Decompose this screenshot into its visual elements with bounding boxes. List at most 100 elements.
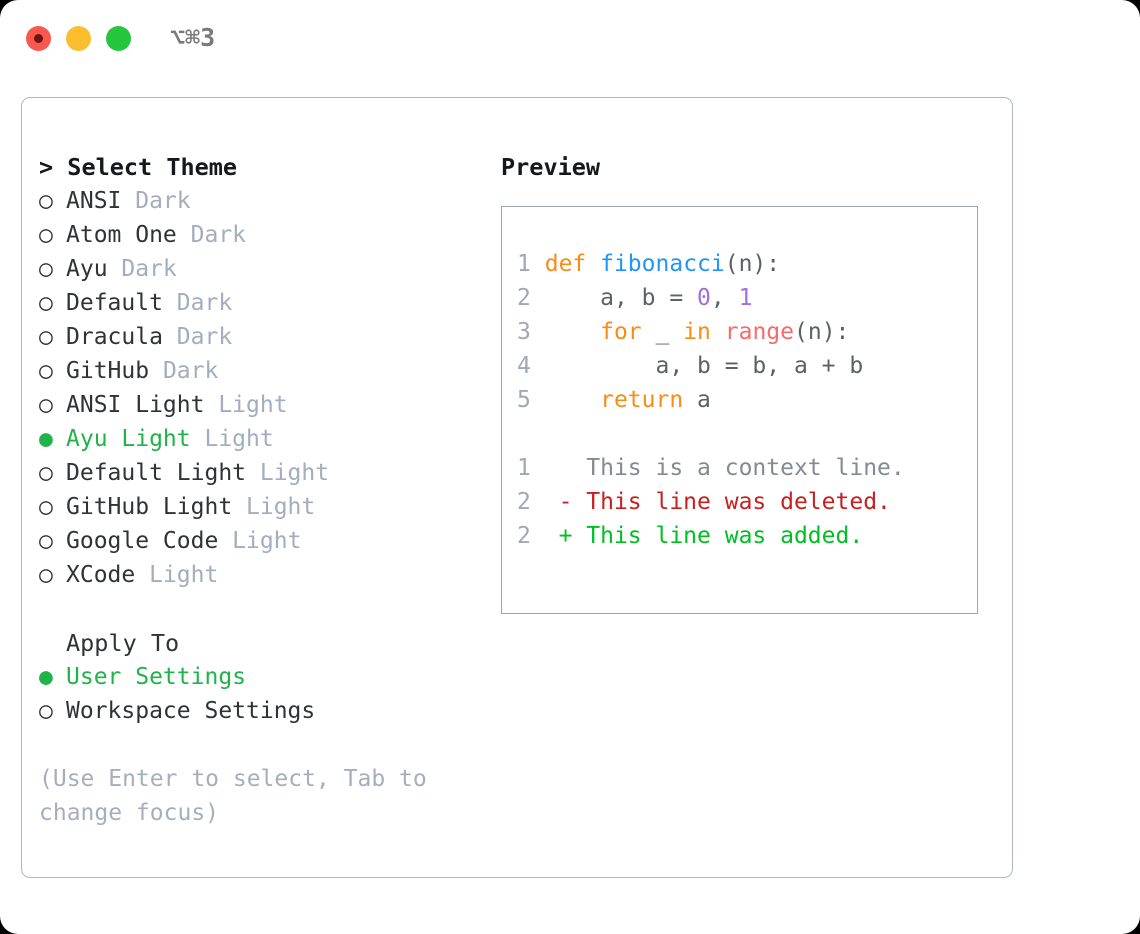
apply-to-option-name: User Settings	[66, 664, 247, 690]
theme-option[interactable]: ○ANSI Dark	[39, 184, 469, 218]
gutter-gap	[531, 387, 545, 413]
preview-heading: Preview	[501, 153, 601, 181]
keyboard-hint: (Use Enter to select, Tab to change focu…	[39, 766, 441, 826]
diff-text: + This line was added.	[558, 523, 864, 549]
apply-to-option[interactable]: ○Workspace Settings	[39, 694, 469, 728]
gutter-gap	[531, 489, 559, 515]
radio-unselected-icon: ○	[39, 324, 53, 350]
title-bar: ⌥⌘3	[0, 0, 1140, 78]
apply-to-option-name: Workspace Settings	[66, 698, 316, 724]
gutter-gap	[531, 319, 545, 345]
theme-option-tag: Light	[190, 426, 274, 452]
theme-option[interactable]: ○ANSI Light Light	[39, 388, 469, 422]
code-token: range	[724, 319, 795, 345]
line-number: 2	[517, 523, 531, 549]
theme-option-name: ANSI Light	[66, 392, 205, 418]
code-token: 1	[738, 285, 753, 311]
line-number: 5	[517, 387, 531, 413]
radio-unselected-icon: ○	[39, 528, 53, 554]
radio-selected-icon: ●	[39, 426, 53, 452]
theme-option-name: Google Code	[66, 528, 219, 554]
theme-option[interactable]: ○ Dracula Dark	[39, 320, 469, 354]
select-theme-heading: > Select Theme	[39, 153, 238, 181]
code-token: for	[600, 319, 642, 345]
theme-option-tag: Light	[135, 562, 219, 588]
code-token	[545, 319, 600, 345]
theme-picker-column: > Select Theme ○ANSI Dark○Atom One Dark○…	[39, 150, 469, 830]
theme-option-tag: Dark	[162, 290, 233, 316]
theme-option[interactable]: ● Ayu Light Light	[39, 422, 469, 456]
gutter-gap	[531, 251, 545, 277]
radio-unselected-icon: ○	[39, 358, 53, 384]
theme-option[interactable]: ○Ayu Dark	[39, 252, 469, 286]
theme-option-tag: Dark	[149, 358, 219, 384]
gutter-gap	[531, 285, 545, 311]
main-panel: > Select Theme ○ANSI Dark○Atom One Dark○…	[21, 97, 1013, 878]
line-number: 1	[517, 251, 531, 277]
theme-option-name: GitHub	[66, 358, 150, 384]
theme-option-name: ANSI	[66, 188, 122, 214]
radio-unselected-icon: ○	[39, 222, 53, 248]
code-line: 1 def fibonacci(n):	[517, 247, 905, 281]
theme-option[interactable]: ○XCode Light	[39, 558, 469, 592]
theme-option-name: XCode	[66, 562, 136, 588]
theme-option-tag: Light	[232, 494, 316, 520]
code-token: fibonacci	[600, 251, 725, 277]
code-token: _	[641, 319, 684, 345]
diff-line: 1 This is a context line.	[517, 451, 905, 485]
maximize-button[interactable]	[106, 26, 131, 51]
code-token: in	[683, 319, 711, 345]
code-line: 2 a, b = 0, 1	[517, 281, 905, 315]
gutter-gap	[531, 455, 559, 481]
theme-option[interactable]: ○ GitHub Dark	[39, 354, 469, 388]
theme-option-tag: Light	[204, 392, 288, 418]
theme-list[interactable]: ○ANSI Dark○Atom One Dark○Ayu Dark○Defaul…	[39, 184, 469, 592]
gutter-gap	[531, 523, 559, 549]
apply-to-option[interactable]: ● User Settings	[39, 660, 469, 694]
theme-option-tag: Dark	[162, 324, 233, 350]
theme-option-tag: Dark	[176, 222, 247, 248]
radio-unselected-icon: ○	[39, 460, 53, 486]
theme-option-name: Ayu Light	[66, 426, 191, 452]
code-token: (n):	[724, 251, 781, 277]
theme-option-name: GitHub Light	[66, 494, 233, 520]
theme-option[interactable]: ○ Default Dark	[39, 286, 469, 320]
theme-option-name: Atom One	[66, 222, 177, 248]
diff-line: 2 + This line was added.	[517, 519, 905, 553]
code-line: 5 return a	[517, 383, 905, 417]
code-token: a, b = b, a + b	[544, 353, 864, 379]
theme-option[interactable]: ○ Atom One Dark	[39, 218, 469, 252]
theme-option[interactable]: ○ GitHub Light Light	[39, 490, 469, 524]
theme-option-tag: Light	[218, 528, 302, 554]
radio-selected-icon: ●	[39, 664, 53, 690]
theme-option-name: Dracula	[66, 324, 163, 350]
radio-unselected-icon: ○	[39, 290, 53, 316]
line-number: 3	[517, 319, 531, 345]
theme-option-tag: Dark	[107, 256, 177, 282]
line-number: 2	[517, 285, 531, 311]
radio-unselected-icon: ○	[39, 494, 53, 520]
apply-to-list[interactable]: ● User Settings ○Workspace Settings	[39, 660, 469, 728]
code-token	[711, 319, 725, 345]
minimize-button[interactable]	[66, 26, 91, 51]
line-number: 1	[517, 455, 531, 481]
close-button[interactable]	[26, 26, 51, 51]
line-number: 2	[517, 489, 531, 515]
theme-option-name: Default Light	[66, 460, 247, 486]
shortcut-label: ⌥⌘3	[170, 23, 216, 52]
theme-option[interactable]: ○ Default Light Light	[39, 456, 469, 490]
theme-option[interactable]: ○ Google Code Light	[39, 524, 469, 558]
diff-text: - This line was deleted.	[558, 489, 891, 515]
code-token: a	[683, 387, 711, 413]
code-line: 4 a, b = b, a + b	[517, 349, 905, 383]
code-token: return	[600, 387, 684, 413]
code-spacer	[517, 417, 905, 451]
code-line: 3 for _ in range(n):	[517, 315, 905, 349]
theme-option-tag: Light	[246, 460, 330, 486]
preview-column: Preview 1 def fibonacci(n):2 a, b = 0, 1…	[501, 150, 991, 614]
theme-option-name: Ayu	[66, 256, 108, 282]
code-token: def	[544, 251, 601, 277]
theme-option-name: Default	[66, 290, 163, 316]
